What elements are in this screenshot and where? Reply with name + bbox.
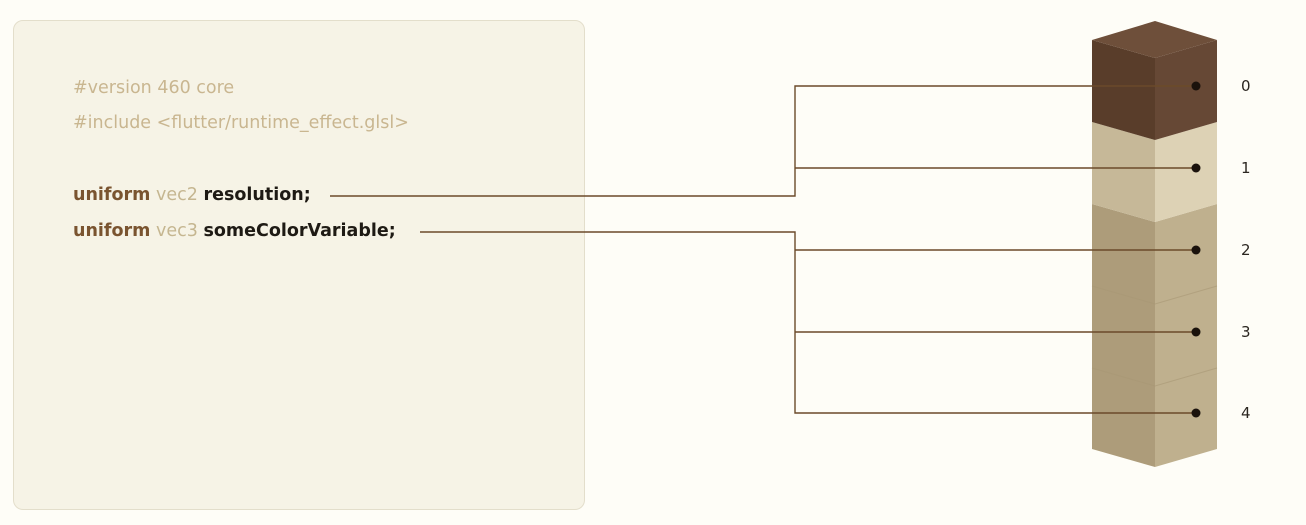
slot-stack (1091, 21, 1218, 467)
slot-label-4: 4 (1241, 404, 1251, 422)
slot-1-dot (1191, 163, 1201, 173)
slot-1-right-face (1155, 122, 1217, 222)
slot-stack-body-left (1092, 204, 1155, 467)
slot-separator (1091, 367, 1218, 387)
slot-4-dot (1191, 408, 1201, 418)
slot-1-left-face (1092, 122, 1155, 222)
slot-label-3: 3 (1241, 323, 1251, 341)
connector-lines (330, 85, 1196, 414)
slot-0-dot (1191, 81, 1201, 91)
slot-2-dot (1191, 245, 1201, 255)
slot-label-2: 2 (1241, 241, 1251, 259)
slot-0-right-face (1155, 40, 1217, 140)
uniform-resolution-line: uniform vec2 resolution; (73, 184, 311, 206)
type-vec3: vec3 (156, 221, 198, 241)
slot-separator (1091, 285, 1218, 305)
shader-code-panel: #version 460 core #include <flutter/runt… (13, 20, 585, 510)
include-directive: #include <flutter/runtime_effect.glsl> (73, 113, 409, 133)
uniform-keyword: uniform (73, 221, 151, 241)
slot-0-top-face (1092, 21, 1217, 58)
some-color-variable-identifier: someColorVariable; (203, 221, 396, 241)
resolution-connector (330, 85, 1196, 197)
slot-label-0: 0 (1241, 77, 1251, 95)
resolution-identifier: resolution; (203, 185, 311, 205)
slot-stack-body-right (1155, 204, 1217, 467)
uniform-keyword: uniform (73, 185, 151, 205)
slot-label-1: 1 (1241, 159, 1251, 177)
slot-0-left-face (1092, 40, 1155, 140)
type-vec2: vec2 (156, 185, 198, 205)
uniform-color-line: uniform vec3 someColorVariable; (73, 220, 396, 242)
slot-3-dot (1191, 327, 1201, 337)
slot-dots (1191, 81, 1201, 418)
version-directive: #version 460 core (73, 78, 235, 98)
color-connector (420, 231, 1196, 414)
